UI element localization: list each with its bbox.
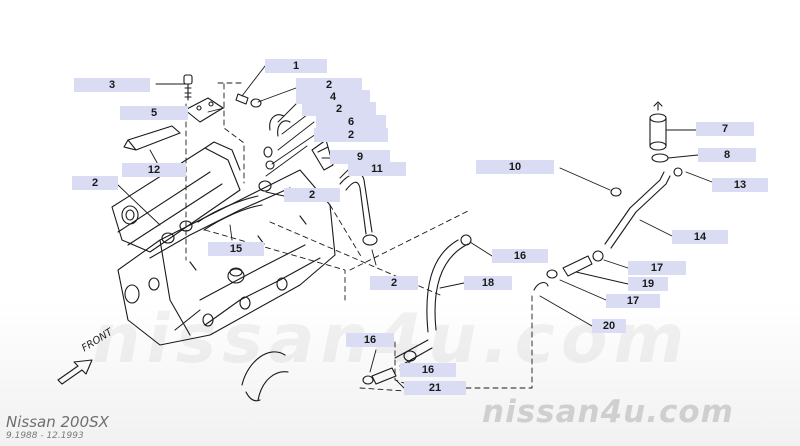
- production-dates-caption: 9.1988 - 12.1993: [6, 431, 84, 441]
- fitting-drawing: [235, 93, 291, 170]
- callout-part-4[interactable]: 4: [296, 90, 370, 104]
- callout-part-7[interactable]: 7: [696, 122, 754, 136]
- hose-19-20-drawing: [533, 250, 604, 291]
- callout-part-15[interactable]: 15: [208, 242, 264, 256]
- callout-part-2[interactable]: 2: [284, 188, 340, 202]
- intake-duct-drawing: [241, 351, 289, 402]
- callout-part-14[interactable]: 14: [672, 230, 728, 244]
- front-arrow-icon: [57, 359, 93, 385]
- callout-part-2[interactable]: 2: [296, 78, 362, 92]
- baffle-drawing: [123, 125, 181, 151]
- watermark-corner: nissan4u.com: [482, 394, 734, 430]
- callout-part-12[interactable]: 12: [122, 163, 186, 177]
- clip-bracket-drawing: [311, 139, 334, 171]
- vehicle-model-caption: Nissan 200SX: [6, 413, 109, 431]
- hose-7-drawing: [649, 101, 669, 163]
- callout-part-18[interactable]: 18: [464, 276, 512, 290]
- pipe-14-drawing: [604, 167, 683, 249]
- callout-part-17[interactable]: 17: [606, 294, 660, 308]
- callout-part-19[interactable]: 19: [628, 277, 668, 291]
- hose-11-drawing: [339, 173, 378, 246]
- callout-part-20[interactable]: 20: [592, 319, 626, 333]
- callout-part-2[interactable]: 2: [72, 176, 118, 190]
- callout-part-1[interactable]: 1: [265, 59, 327, 73]
- callout-part-21[interactable]: 21: [404, 381, 466, 395]
- callout-part-2[interactable]: 2: [302, 102, 376, 116]
- callout-part-13[interactable]: 13: [712, 178, 768, 192]
- valve-cover-drawing: [111, 141, 241, 253]
- callout-part-16[interactable]: 16: [400, 363, 456, 377]
- callout-part-10[interactable]: 10: [476, 160, 554, 174]
- callout-part-2[interactable]: 2: [370, 276, 418, 290]
- callout-part-6[interactable]: 6: [316, 115, 386, 129]
- breather-bolt-drawing: [183, 74, 193, 101]
- callout-part-3[interactable]: 3: [74, 78, 150, 92]
- callout-part-2[interactable]: 2: [314, 128, 388, 142]
- callout-part-9[interactable]: 9: [330, 150, 390, 164]
- hose-15-drawing: [161, 180, 272, 244]
- hose-18-drawing: [426, 234, 472, 333]
- leader-lines: [117, 65, 713, 389]
- callout-part-16[interactable]: 16: [492, 249, 548, 263]
- callout-part-11[interactable]: 11: [348, 162, 406, 176]
- callout-part-17[interactable]: 17: [628, 261, 686, 275]
- callout-part-8[interactable]: 8: [698, 148, 756, 162]
- callout-part-16[interactable]: 16: [346, 333, 394, 347]
- callout-part-5[interactable]: 5: [120, 106, 188, 120]
